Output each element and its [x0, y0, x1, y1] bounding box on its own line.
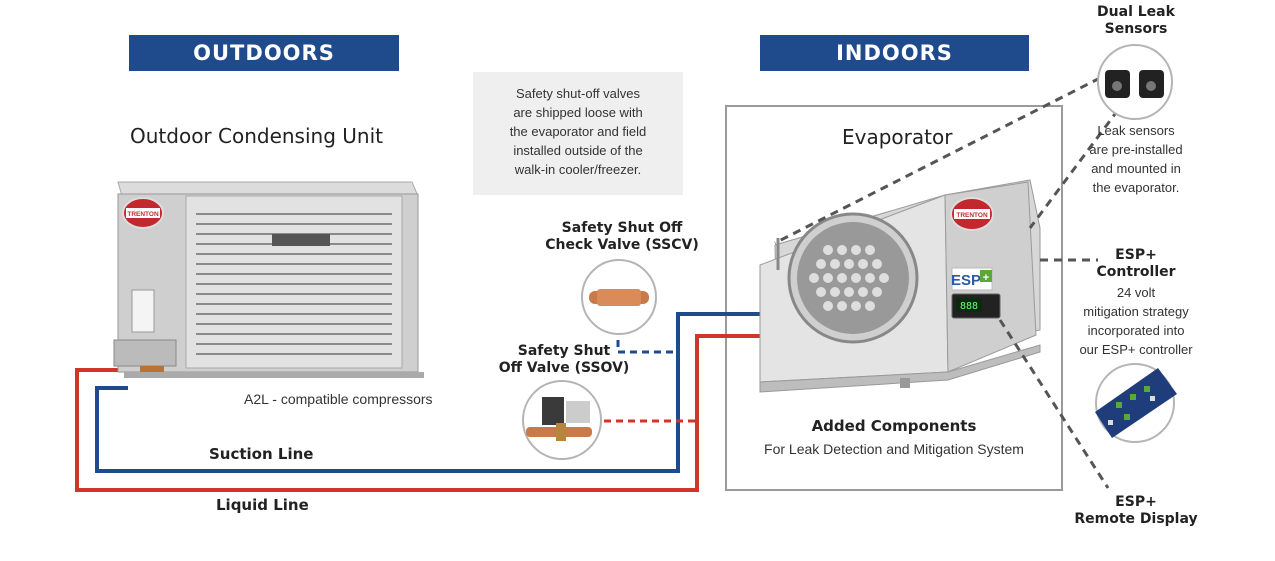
sensor-connector-2: [1028, 109, 1120, 229]
leak-sensors-description: Leak sensors are pre-installed and mount…: [1066, 121, 1206, 197]
controller-desc-line: incorporated into: [1087, 323, 1185, 338]
sscv-valve-icon: [581, 259, 657, 335]
esp-badge-text: ESP: [951, 272, 981, 289]
indoors-banner: INDOORS: [760, 35, 1029, 71]
dual-leak-sensors-icon: [1097, 44, 1173, 120]
esp-controller-description: 24 volt mitigation strategy incorporated…: [1062, 283, 1210, 359]
outdoor-unit-title: Outdoor Condensing Unit: [130, 124, 383, 148]
sensors-desc-line: the evaporator.: [1092, 180, 1180, 195]
shipping-note: Safety shut-off valves are shipped loose…: [473, 72, 683, 195]
esp-controller-board-icon: [1095, 363, 1177, 443]
added-components: Added Components For Leak Detection and …: [727, 418, 1061, 459]
liquid-line: [75, 334, 762, 492]
added-components-subtitle: For Leak Detection and Mitigation System: [764, 441, 1024, 457]
display-readout: 888: [960, 301, 978, 312]
note-line: the evaporator and field: [509, 124, 647, 139]
note-line: Safety shut-off valves: [515, 86, 641, 101]
outdoors-banner-label: OUTDOORS: [193, 41, 335, 65]
note-line: walk-in cooler/freezer.: [514, 162, 642, 177]
remote-title-line: Remote Display: [1074, 511, 1198, 527]
added-components-title: Added Components: [811, 417, 977, 435]
ssov-label-line: Safety Shut: [517, 343, 611, 359]
trenton-logo-indoor: TRENTON: [950, 197, 994, 231]
note-line: installed outside of the: [513, 143, 643, 158]
compressor-label: A2L - compatible compressors: [244, 391, 433, 407]
condensing-unit-illustration: [113, 181, 424, 378]
sscv-label-line: Safety Shut Off: [561, 220, 683, 236]
sensors-title-line: Sensors: [1104, 21, 1168, 37]
indoor-logo-text: TRENTON: [956, 212, 988, 219]
trenton-logo-outdoor: TRENTON: [122, 197, 164, 229]
sensors-title-line: Dual Leak: [1097, 4, 1175, 20]
ssov-label: Safety Shut Off Valve (SSOV): [494, 343, 634, 377]
note-line: are shipped loose with: [513, 105, 643, 120]
suction-line: [95, 312, 762, 473]
esp-plus-text: +: [983, 272, 989, 284]
controller-desc-line: 24 volt: [1116, 285, 1156, 300]
liquid-line-label: Liquid Line: [216, 496, 309, 514]
controller-title-line: ESP+: [1115, 247, 1157, 263]
outdoors-banner: OUTDOORS: [129, 35, 399, 71]
esp-controller-title: ESP+ Controller: [1076, 247, 1196, 281]
controller-title-line: Controller: [1096, 264, 1176, 280]
evaporator-illustration: ESP + 888: [759, 179, 1041, 393]
outdoor-logo-text: TRENTON: [127, 211, 159, 218]
sensors-desc-line: and mounted in: [1091, 161, 1181, 176]
controller-desc-line: our ESP+ controller: [1079, 342, 1193, 357]
ssov-label-line: Off Valve (SSOV): [498, 360, 630, 376]
indoor-components-box: [725, 105, 1063, 491]
sscv-label: Safety Shut Off Check Valve (SSCV): [542, 220, 702, 254]
ssov-valve-icon: [522, 380, 602, 460]
sscv-connector: [616, 340, 678, 354]
sensors-desc-line: Leak sensors: [1097, 123, 1175, 138]
indoors-banner-label: INDOORS: [836, 41, 953, 65]
esp-remote-display-title: ESP+ Remote Display: [1071, 494, 1201, 528]
suction-line-label: Suction Line: [209, 445, 314, 463]
remote-connector: [998, 319, 1110, 489]
dual-leak-sensors-title: Dual Leak Sensors: [1076, 4, 1196, 38]
remote-title-line: ESP+: [1115, 494, 1157, 510]
controller-desc-line: mitigation strategy: [1083, 304, 1189, 319]
sensors-desc-line: are pre-installed: [1089, 142, 1183, 157]
sscv-label-line: Check Valve (SSCV): [545, 237, 699, 253]
evaporator-title: Evaporator: [842, 125, 953, 149]
sensor-connector-1: [774, 76, 1101, 245]
